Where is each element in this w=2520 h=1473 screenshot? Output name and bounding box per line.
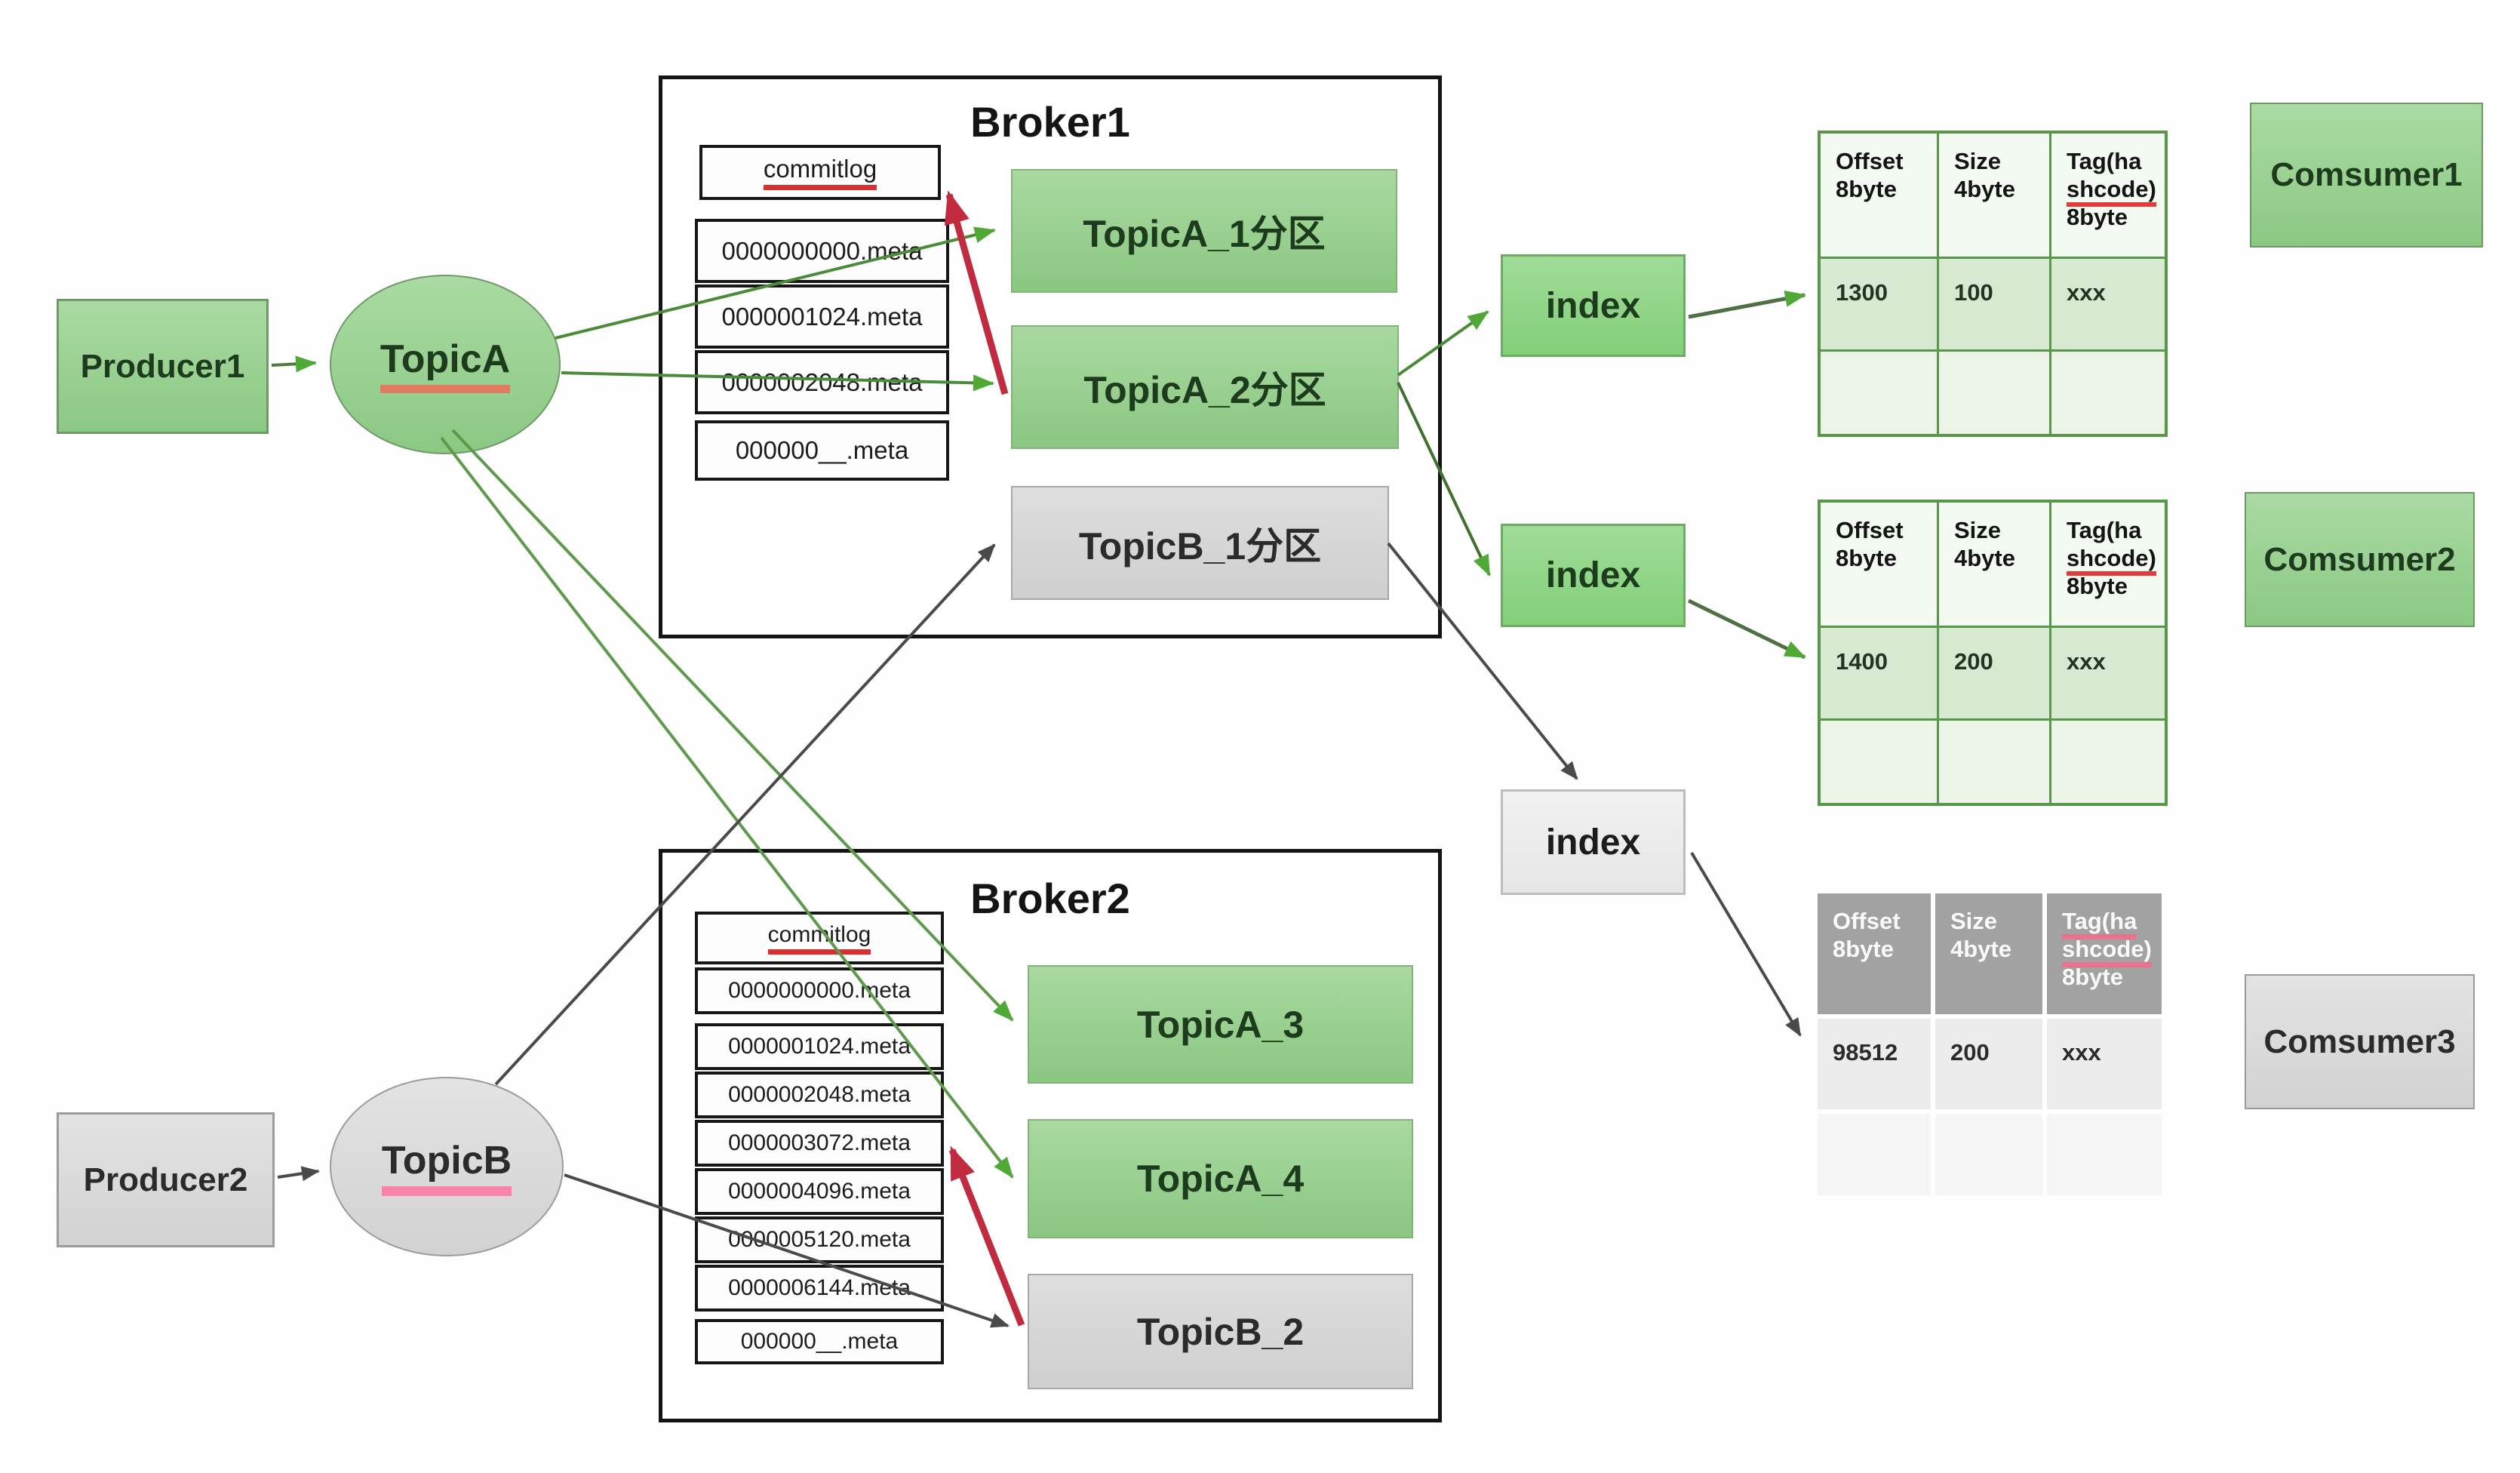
broker2-commitlog-label: commitlog [767,922,871,955]
table-header-tag: Tag(ha shcode) 8byte [2051,503,2165,626]
consumer2-label: Comsumer2 [2263,540,2456,578]
producer1-label: Producer1 [80,347,245,385]
partition-label: TopicA_1分区 [1083,213,1326,255]
meta-file-label: 0000004096.meta [728,1179,911,1204]
partition-label: TopicA_4 [1136,1158,1305,1200]
partition-label: TopicA_2分区 [1083,369,1326,411]
topic-b-ellipse: TopicB [330,1077,564,1256]
broker2-meta-file-box: 0000005120.meta [695,1216,944,1263]
broker1-commitlog-label: commitlog [763,155,877,190]
table-cell-offset: 1400 [1821,628,1937,718]
partition-topic-a2: TopicA_2分区 [1011,325,1399,449]
producer2-box: Producer2 [57,1112,275,1247]
broker2-meta-file-box: 0000006144.meta [695,1265,944,1312]
table-header-tag: Tag(ha shcode) 8byte [2051,134,2165,257]
broker1-meta-file-box: 0000000000.meta [695,219,949,283]
broker2-box: Broker2 commitlog 0000000000.meta 000000… [659,849,1442,1422]
meta-file-label: 0000005120.meta [728,1227,911,1252]
consumer3-box: Comsumer3 [2245,974,2475,1109]
index-label: index [1545,285,1641,326]
table-cell-empty [1818,1114,1931,1195]
broker2-meta-file-box: 0000000000.meta [695,967,944,1014]
table-cell-empty [2047,1114,2162,1195]
broker2-meta-file-box: 0000002048.meta [695,1072,944,1118]
producer2-label: Producer2 [83,1161,248,1198]
meta-file-label: 0000000000.meta [721,236,923,265]
topic-a-label: TopicA [380,337,511,393]
producer1-box: Producer1 [57,299,269,434]
broker1-commitlog-box: commitlog [699,145,941,200]
consumer1-box: Comsumer1 [2250,103,2483,248]
meta-file-label: 0000002048.meta [728,1082,911,1107]
meta-file-label: 000000__.meta [740,1329,899,1354]
broker2-meta-file-box: 0000001024.meta [695,1023,944,1070]
table-cell-size: 200 [1935,1019,2042,1109]
table-header-tag: Tag(ha shcode) 8byte [2047,893,2162,1014]
table-cell-offset: 98512 [1818,1019,1931,1109]
partition-topic-b2: TopicB_2 [1028,1274,1413,1389]
table-cell-tag: xxx [2047,1019,2162,1109]
broker1-title: Broker1 [970,98,1130,146]
meta-file-label: 0000003072.meta [728,1130,911,1155]
broker1-box: Broker1 commitlog 0000000000.meta 000000… [659,75,1442,638]
table-cell-empty [1821,352,1937,434]
table-cell-empty [1821,721,1937,803]
partition-label: TopicB_1分区 [1078,524,1322,567]
broker2-meta-file-box: 000000__.meta [695,1319,944,1364]
table-cell-empty [2051,352,2165,434]
table-cell-tag: xxx [2051,628,2165,718]
broker2-commitlog-box: commitlog [695,912,944,964]
index-label: index [1545,555,1641,595]
broker1-meta-file-box: 0000001024.meta [695,284,949,349]
table-cell-size: 200 [1939,628,2049,718]
broker1-meta-file-box: 0000002048.meta [695,350,949,414]
broker2-meta-file-box: 0000004096.meta [695,1168,944,1215]
topic-a-ellipse: TopicA [330,275,561,454]
table-cell-empty [1939,721,2049,803]
meta-file-label: 0000006144.meta [728,1275,911,1300]
index-box-3: index [1501,789,1686,895]
index-box-2: index [1501,524,1686,627]
consumer2-box: Comsumer2 [2245,492,2475,627]
meta-file-label: 000000__.meta [735,436,909,464]
partition-label: TopicB_2 [1136,1310,1305,1353]
table-cell-empty [2051,721,2165,803]
partition-topic-b1: TopicB_1分区 [1011,486,1389,600]
table-cell-offset: 1300 [1821,259,1937,349]
table-cell-empty [1935,1114,2042,1195]
table-cell-empty [1939,352,2049,434]
broker2-meta-file-box: 0000003072.meta [695,1120,944,1167]
index-box-1: index [1501,254,1686,357]
partition-topic-a3: TopicA_3 [1028,965,1413,1084]
consumer3-label: Comsumer3 [2263,1022,2456,1060]
index-label: index [1545,822,1641,863]
meta-file-label: 0000001024.meta [728,1034,911,1059]
meta-file-label: 0000001024.meta [721,302,923,331]
meta-file-label: 0000000000.meta [728,978,911,1003]
table-cell-tag: xxx [2051,259,2165,349]
meta-file-label: 0000002048.meta [721,367,923,396]
partition-topic-a4: TopicA_4 [1028,1119,1413,1238]
topic-b-label: TopicB [381,1138,512,1196]
partition-label: TopicA_3 [1136,1003,1305,1046]
consumer1-label: Comsumer1 [2270,156,2463,193]
table-cell-size: 100 [1939,259,2049,349]
broker1-meta-file-box: 000000__.meta [695,420,949,481]
partition-topic-a1: TopicA_1分区 [1011,169,1397,293]
